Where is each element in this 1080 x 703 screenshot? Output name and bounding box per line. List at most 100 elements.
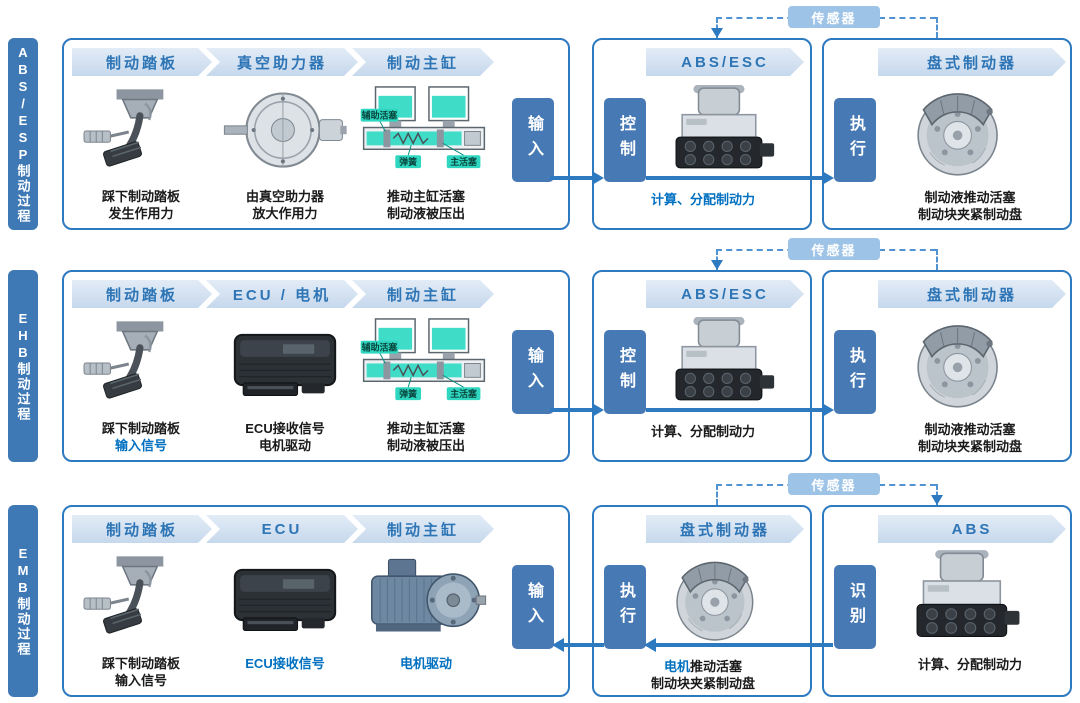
banner-abs-esc: ABS/ESC <box>646 48 804 76</box>
banner-vacuum-booster: 真空助力器 <box>206 48 358 76</box>
banner-brake-pedal: 制动踏板 <box>72 515 212 543</box>
sensor-badge: 传感器 <box>788 238 880 260</box>
caption-abs-esc: 计算、分配制动力 <box>650 424 755 439</box>
row-side-label-ehb: EHB制动过程 <box>8 270 38 462</box>
caption-abs: 计算、分配制动力 <box>917 657 1022 672</box>
sensor-dashed-drop-right <box>936 249 938 270</box>
row-side-label-abs-esp: ABS/ESP制动过程 <box>8 38 38 230</box>
identify-box: 识别 <box>834 565 876 649</box>
disc-brake-image <box>658 551 784 643</box>
flow-arrowhead-left <box>644 638 656 652</box>
sensor-badge: 传感器 <box>788 6 880 28</box>
input-stage-group: 制动踏板 ECU / 电机 制动主缸 踩下制动踏板 输入信号 ECU接收信号 电… <box>62 270 570 462</box>
sensor-arrowhead-down <box>931 495 943 505</box>
input-stage-group: 制动踏板 真空助力器 制动主缸 踩下制动踏板 发生作用力 由真空助力器 放大作用… <box>62 38 570 230</box>
caption-disc-line2: 制动块夹紧制动盘 <box>650 676 755 691</box>
caption-pedal-line2: 输入信号 <box>114 438 167 453</box>
input-box: 输入 <box>512 98 554 182</box>
control-box: 控制 <box>604 98 646 182</box>
sensor-dashed-drop-left <box>716 484 718 505</box>
sensor-arrowhead-down <box>711 260 723 270</box>
brake-pedal-image <box>82 549 204 643</box>
flow-arrowhead-right <box>822 171 834 185</box>
caption-ecu-line1: ECU接收信号 <box>245 421 325 436</box>
input-box: 输入 <box>512 330 554 414</box>
abs-esc-unit-image <box>894 549 1034 645</box>
caption-pedal-line1: 踩下制动踏板 <box>101 656 180 671</box>
caption-pedal-line1: 踩下制动踏板 <box>101 421 180 436</box>
caption-disc-line1: 电机推动活塞 <box>602 656 804 675</box>
caption-disc-line1-blue-part: 电机 <box>663 659 690 674</box>
execute-box: 执行 <box>834 98 876 182</box>
electric-motor-image <box>358 549 490 643</box>
caption-ecu-line2: 电机驱动 <box>258 438 311 453</box>
caption-pedal-line1: 踩下制动踏板 <box>101 189 180 204</box>
caption-booster-line2: 放大作用力 <box>252 206 318 221</box>
flow-arrowhead-left <box>552 638 564 652</box>
flow-arrow-execute-to-input <box>563 643 604 647</box>
flow-arrowhead-right <box>592 403 604 417</box>
caption-pedal-line2: 输入信号 <box>114 673 167 688</box>
execute-stage-group: 执行 盘式制动器 制动液推动活塞 制动块夹紧制动盘 <box>822 270 1072 462</box>
sensor-dashed-drop-right <box>936 17 938 38</box>
execute-stage-group: 执行 盘式制动器 制动液推动活塞 制动块夹紧制动盘 <box>822 38 1072 230</box>
ehb-process-row: EHB制动过程 制动踏板 ECU / 电机 制动主缸 踩下制动踏板 输入信号 E… <box>0 238 1080 462</box>
banner-disc-brake: 盘式制动器 <box>878 48 1066 76</box>
execute-stage-group: 执行 盘式制动器 电机推动活塞 制动块夹紧制动盘 <box>592 505 812 697</box>
identify-stage-group: 识别 ABS 计算、分配制动力 <box>822 505 1072 697</box>
caption-cylinder-line1: 推动主缸活塞 <box>386 189 465 204</box>
banner-master-cylinder: 制动主缸 <box>352 48 494 76</box>
banner-abs: ABS <box>878 515 1066 543</box>
execute-box: 执行 <box>834 330 876 414</box>
sensor-dashed-drop-left <box>716 17 718 38</box>
banner-disc-brake: 盘式制动器 <box>878 280 1066 308</box>
ecu-image <box>222 549 348 643</box>
caption-disc-line1: 制动液推动活塞 <box>924 422 1016 437</box>
ecu-image <box>222 314 348 408</box>
control-stage-group: 控制 ABS/ESC 计算、分配制动力 <box>592 270 812 462</box>
sensor-arrowhead-down <box>711 28 723 38</box>
caption-cylinder-line2: 制动液被压出 <box>386 438 465 453</box>
caption-disc-line2: 制动块夹紧制动盘 <box>917 207 1022 222</box>
flow-arrow-control-to-execute <box>646 408 824 412</box>
caption-disc-line2: 制动块夹紧制动盘 <box>917 439 1022 454</box>
banner-brake-pedal: 制动踏板 <box>72 280 212 308</box>
flow-arrow-input-to-control <box>550 176 594 180</box>
flow-arrowhead-right <box>592 171 604 185</box>
emb-process-row: EMB制动过程 制动踏板 ECU 制动主缸 踩下制动踏板 输入信号 ECU接收信… <box>0 473 1080 697</box>
banner-abs-esc: ABS/ESC <box>646 280 804 308</box>
brake-pedal-image <box>82 82 204 176</box>
flow-arrow-control-to-execute <box>646 176 824 180</box>
caption-motor-line1: 电机驱动 <box>399 656 452 671</box>
caption-ecu-line1: ECU接收信号 <box>245 656 325 671</box>
sensor-dashed-drop-right <box>936 484 938 505</box>
banner-master-cylinder: 制动主缸 <box>352 280 494 308</box>
control-box: 控制 <box>604 330 646 414</box>
caption-abs-esc: 计算、分配制动力 <box>650 192 755 207</box>
flow-arrowhead-right <box>822 403 834 417</box>
sensor-dashed-drop-left <box>716 249 718 270</box>
banner-disc-brake: 盘式制动器 <box>646 515 804 543</box>
control-stage-group: 控制 ABS/ESC 计算、分配制动力 <box>592 38 812 230</box>
flow-arrow-identify-to-execute <box>655 643 833 647</box>
caption-cylinder-line2: 制动液被压出 <box>386 206 465 221</box>
input-stage-group: 制动踏板 ECU 制动主缸 踩下制动踏板 输入信号 ECU接收信号 电机驱动 输… <box>62 505 570 697</box>
input-box: 输入 <box>512 565 554 649</box>
banner-brake-pedal: 制动踏板 <box>72 48 212 76</box>
disc-brake-image <box>894 314 1034 410</box>
banner-master-cylinder: 制动主缸 <box>352 515 494 543</box>
master-cylinder-image <box>358 314 490 408</box>
master-cylinder-image <box>358 82 490 176</box>
caption-disc-line1: 制动液推动活塞 <box>924 190 1016 205</box>
execute-box: 执行 <box>604 565 646 649</box>
disc-brake-image <box>894 82 1034 178</box>
sensor-badge: 传感器 <box>788 473 880 495</box>
caption-cylinder-line1: 推动主缸活塞 <box>386 421 465 436</box>
vacuum-booster-image <box>222 82 348 176</box>
caption-disc-line1-black-part: 推动活塞 <box>690 659 743 674</box>
abs-esc-unit-image <box>658 84 784 176</box>
brake-pedal-image <box>82 314 204 408</box>
row-side-label-emb: EMB制动过程 <box>8 505 38 697</box>
caption-pedal-line2: 发生作用力 <box>108 206 174 221</box>
abs-esc-unit-image <box>658 316 784 408</box>
